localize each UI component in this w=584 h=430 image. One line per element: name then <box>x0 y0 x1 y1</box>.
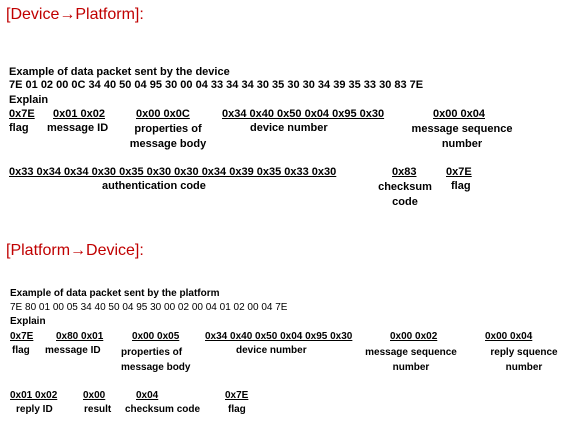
field-hex: 0x34 0x40 0x50 0x04 0x95 0x30 <box>205 331 353 342</box>
field-desc: flag <box>12 345 30 356</box>
packet-lead-bold: E <box>15 79 23 91</box>
field-desc: properties of message body <box>121 347 191 373</box>
field-desc: authentication code <box>102 180 206 192</box>
field-desc: reply squence number <box>490 347 558 373</box>
field-desc: message sequence number <box>365 347 457 373</box>
packet-lead: 7 <box>9 79 16 91</box>
field-desc: flag <box>451 180 471 192</box>
field-desc: message sequence number <box>411 123 513 150</box>
field-hex: 0x7E <box>446 166 472 178</box>
field-hex: 0x00 0x02 <box>390 331 438 342</box>
field-desc: message ID <box>47 122 109 134</box>
field-hex: 0x83 <box>392 166 417 178</box>
field-hex: 0x04 <box>136 390 159 401</box>
section-title-platform-to-device: [Platform→Device]: <box>6 242 144 259</box>
packet-rest: 34 40 50 04 95 30 00 04 33 34 34 30 35 3… <box>85 79 416 91</box>
packet-mid: 01 02 00 0 <box>22 79 78 91</box>
field-hex: 0x01 0x02 <box>53 108 105 120</box>
field-hex: 0x00 0x04 <box>433 108 485 120</box>
field-hex: 0x00 0x04 <box>485 331 533 342</box>
field-hex: 0x7E <box>10 331 34 342</box>
field-hex: 0x00 0x05 <box>132 331 180 342</box>
field-desc: flag <box>9 122 29 134</box>
device-explain-label: Explain <box>9 94 49 106</box>
platform-explain-label: Explain <box>10 316 46 327</box>
field-hex: 0x7E <box>225 390 249 401</box>
device-example-heading: Example of data packet sent by the devic… <box>9 66 230 78</box>
field-hex: 0x00 0x0C <box>136 108 190 120</box>
field-hex: 0x33 0x34 0x34 0x30 0x35 0x30 0x30 0x34 … <box>9 166 337 178</box>
field-desc: result <box>84 404 112 415</box>
field-hex: 0x7E <box>9 108 35 120</box>
platform-example-heading: Example of data packet sent by the platf… <box>10 288 220 299</box>
field-desc: checksum code <box>378 181 432 208</box>
field-desc: device number <box>236 345 307 356</box>
platform-packet-hex: 7E 80 01 00 05 34 40 50 04 95 30 00 02 0… <box>10 302 288 313</box>
field-desc: reply ID <box>16 404 53 415</box>
field-hex: 0x80 0x01 <box>56 331 104 342</box>
field-hex: 0x01 0x02 <box>10 390 58 401</box>
field-hex: 0x34 0x40 0x50 0x04 0x95 0x30 <box>222 108 385 120</box>
field-desc: device number <box>250 122 328 134</box>
device-packet-hex: 7E 01 02 00 0C 34 40 50 04 95 30 00 04 3… <box>9 79 423 91</box>
field-desc: properties of message body <box>129 123 207 150</box>
field-desc: message ID <box>45 345 101 356</box>
field-desc: checksum code <box>125 404 201 415</box>
field-desc: flag <box>228 404 246 415</box>
packet-mid-bold: C <box>77 79 86 91</box>
packet-tail-bold: E <box>415 79 424 91</box>
section-title-device-to-platform: [Device→Platform]: <box>6 6 144 23</box>
field-hex: 0x00 <box>83 390 106 401</box>
